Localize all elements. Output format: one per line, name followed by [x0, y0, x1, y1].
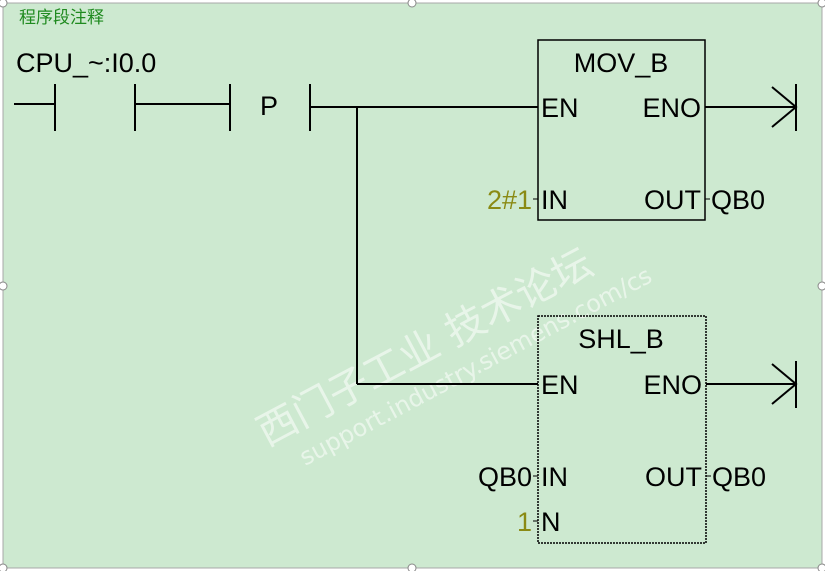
- pin-ticks: [533, 198, 711, 522]
- shl-b-box[interactable]: [537, 315, 707, 544]
- shl-b-en-label: EN: [541, 370, 579, 400]
- shl-b-title: SHL_B: [578, 324, 664, 354]
- mov-b-out-label: OUT: [644, 185, 701, 215]
- mov-b-title: MOV_B: [574, 48, 669, 78]
- network-comment[interactable]: 程序段注释: [19, 8, 104, 28]
- shl-b-out-label: OUT: [645, 462, 702, 492]
- shl-b-n-value[interactable]: 1: [517, 507, 532, 537]
- mov-b-eno-label: ENO: [642, 93, 701, 123]
- shl-b-in-value[interactable]: QB0: [478, 462, 532, 492]
- power-flow-wires: [310, 106, 538, 385]
- shl-b-eno-label: ENO: [643, 370, 702, 400]
- mov-b-out-value[interactable]: QB0: [711, 185, 765, 215]
- mov-b-in-label: IN: [541, 185, 568, 215]
- shl-b-n-label: N: [541, 507, 561, 537]
- mov-b-box[interactable]: [537, 39, 706, 221]
- shl-b-out-value[interactable]: QB0: [712, 462, 766, 492]
- mov-b-en-label: EN: [541, 93, 579, 123]
- edge-label: P: [260, 91, 278, 121]
- contact-address[interactable]: CPU_~:I0.0: [16, 48, 156, 78]
- mov-b-eno-output: [705, 84, 798, 131]
- shl-b-eno-output: [706, 361, 798, 408]
- mov-b-in-value[interactable]: 2#1: [487, 185, 532, 215]
- normally-open-contact[interactable]: [14, 84, 230, 131]
- shl-b-in-label: IN: [541, 462, 568, 492]
